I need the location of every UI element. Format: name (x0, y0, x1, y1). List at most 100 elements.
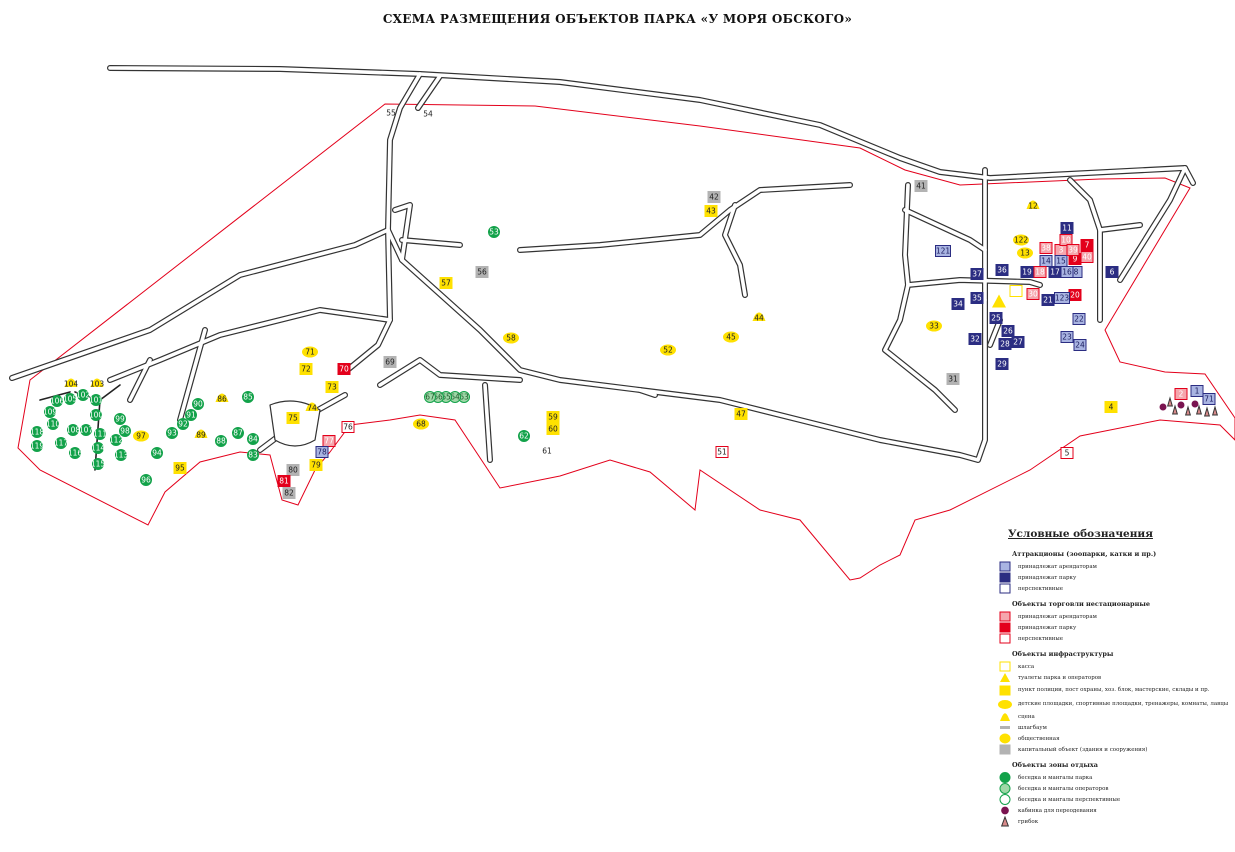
map-marker-117[interactable]: 117 (54, 437, 69, 449)
map-marker-11[interactable]: 11 (1060, 222, 1074, 234)
map-marker-31[interactable]: 31 (946, 373, 960, 385)
map-marker-15[interactable]: 15 (1054, 255, 1068, 267)
map-marker-4[interactable]: 4 (1104, 401, 1118, 413)
map-marker-34[interactable]: 34 (951, 298, 965, 310)
map-marker-106[interactable]: 106 (50, 395, 65, 407)
map-marker-110[interactable]: 110 (46, 418, 61, 430)
map-marker-54[interactable]: 54 (423, 110, 433, 119)
map-marker-74[interactable]: 74 (305, 402, 319, 413)
map-marker-99[interactable]: 99 (114, 413, 126, 425)
map-marker-53[interactable]: 53 (488, 226, 500, 238)
changing-cabin-marker[interactable] (1191, 400, 1199, 408)
map-marker-96[interactable]: 96 (140, 474, 152, 486)
fungus-shade-marker[interactable] (1204, 406, 1210, 417)
map-marker-28[interactable]: 28 (998, 338, 1012, 350)
map-marker-42[interactable]: 42 (707, 191, 721, 203)
map-marker-93[interactable]: 93 (166, 427, 178, 439)
map-marker-75[interactable]: 75 (286, 412, 300, 424)
map-marker-114[interactable]: 114 (91, 442, 106, 454)
map-marker-7[interactable]: 7 (1080, 239, 1094, 251)
map-marker-38[interactable]: 38 (1039, 242, 1053, 254)
map-marker-121[interactable]: 121 (935, 245, 951, 257)
map-marker-20[interactable]: 20 (1068, 289, 1082, 301)
map-marker-70[interactable]: 70 (337, 363, 351, 375)
map-marker-98[interactable]: 98 (119, 425, 131, 437)
map-marker-118[interactable]: 118 (30, 426, 45, 438)
map-marker-19[interactable]: 19 (1020, 266, 1034, 278)
map-marker-104[interactable]: 104 (64, 378, 79, 389)
map-marker-12[interactable]: 12 (1026, 200, 1040, 211)
map-marker-39[interactable]: 39 (1066, 244, 1080, 256)
map-marker-1[interactable]: 1 (1190, 385, 1204, 397)
map-marker-43[interactable]: 43 (704, 205, 718, 217)
map-marker-22[interactable]: 22 (1072, 313, 1086, 325)
map-marker-57[interactable]: 57 (439, 277, 453, 289)
map-marker-95[interactable]: 95 (173, 462, 187, 474)
fungus-shade-marker[interactable] (1167, 396, 1173, 407)
map-marker-122[interactable]: 122 (1013, 234, 1029, 246)
map-marker-123[interactable]: 123 (1054, 292, 1070, 304)
map-marker-94[interactable]: 94 (151, 447, 163, 459)
map-marker-87[interactable]: 87 (232, 427, 244, 439)
map-marker-108[interactable]: 108 (66, 424, 81, 436)
map-marker-90[interactable]: 90 (192, 398, 204, 410)
map-marker-83[interactable]: 83 (247, 449, 259, 461)
map-marker-33[interactable]: 33 (926, 320, 942, 332)
map-marker-17[interactable]: 17 (1048, 266, 1062, 278)
map-marker-26[interactable]: 26 (1001, 325, 1015, 337)
map-marker-24[interactable]: 24 (1073, 339, 1087, 351)
map-marker-14[interactable]: 14 (1039, 255, 1053, 267)
map-marker-91[interactable]: 91 (185, 409, 197, 421)
map-marker-116[interactable]: 116 (68, 447, 83, 459)
map-marker-27[interactable]: 27 (1011, 336, 1025, 348)
map-marker-21[interactable]: 21 (1041, 294, 1055, 306)
map-marker-67[interactable]: 67 (424, 391, 436, 403)
map-marker-29[interactable]: 29 (995, 358, 1009, 370)
map-marker-68[interactable]: 68 (413, 418, 429, 430)
map-marker-73[interactable]: 73 (325, 381, 339, 393)
map-marker-85[interactable]: 85 (242, 391, 254, 403)
map-marker-40[interactable]: 40 (1080, 251, 1094, 263)
map-marker-58[interactable]: 58 (503, 332, 519, 344)
map-marker-112[interactable]: 112 (109, 434, 124, 446)
map-marker-44[interactable]: 44 (752, 312, 766, 323)
map-marker-72[interactable]: 72 (299, 363, 313, 375)
map-marker-32[interactable]: 32 (968, 333, 982, 345)
map-marker-89[interactable]: 89 (194, 429, 208, 440)
map-marker-10[interactable]: 10 (1059, 234, 1073, 246)
map-marker-13[interactable]: 13 (1017, 247, 1033, 259)
map-marker-80[interactable]: 80 (286, 464, 300, 476)
map-marker-62[interactable]: 62 (518, 430, 530, 442)
map-marker-103[interactable]: 103 (90, 378, 105, 389)
map-marker-60[interactable]: 60 (546, 423, 560, 435)
map-marker-36[interactable]: 36 (995, 264, 1009, 276)
map-marker-41[interactable]: 41 (914, 180, 928, 192)
map-marker-55[interactable]: 55 (386, 109, 396, 118)
map-marker-35[interactable]: 35 (970, 292, 984, 304)
fungus-shade-marker[interactable] (1212, 405, 1218, 416)
map-marker-111[interactable]: 111 (93, 428, 108, 440)
map-marker-86[interactable]: 86 (215, 393, 229, 404)
map-marker-100[interactable]: 100 (89, 409, 104, 421)
map-marker-infra_toilet[interactable] (992, 294, 1006, 308)
map-marker-102[interactable]: 102 (76, 389, 91, 401)
map-marker-81[interactable]: 81 (277, 475, 291, 487)
map-marker-92[interactable]: 92 (177, 418, 189, 430)
map-marker-107[interactable]: 107 (79, 424, 94, 436)
map-marker-119[interactable]: 119 (30, 440, 45, 452)
map-marker-56[interactable]: 56 (475, 266, 489, 278)
fungus-shade-marker[interactable] (1172, 404, 1178, 415)
map-marker-37[interactable]: 37 (970, 268, 984, 280)
map-marker-47[interactable]: 47 (734, 408, 748, 420)
fungus-shade-marker[interactable] (1185, 405, 1191, 416)
map-marker-97[interactable]: 97 (133, 430, 149, 442)
map-marker-78[interactable]: 78 (315, 446, 329, 458)
map-marker-79[interactable]: 79 (309, 459, 323, 471)
changing-cabin-marker[interactable] (1177, 401, 1185, 409)
map-marker-infra_kassa[interactable] (1009, 285, 1023, 297)
map-marker-109[interactable]: 109 (43, 406, 58, 418)
map-marker-16[interactable]: 16 (1060, 266, 1074, 278)
map-marker-59[interactable]: 59 (546, 411, 560, 423)
map-marker-51[interactable]: 51 (715, 446, 729, 458)
map-marker-25[interactable]: 25 (989, 312, 1003, 324)
